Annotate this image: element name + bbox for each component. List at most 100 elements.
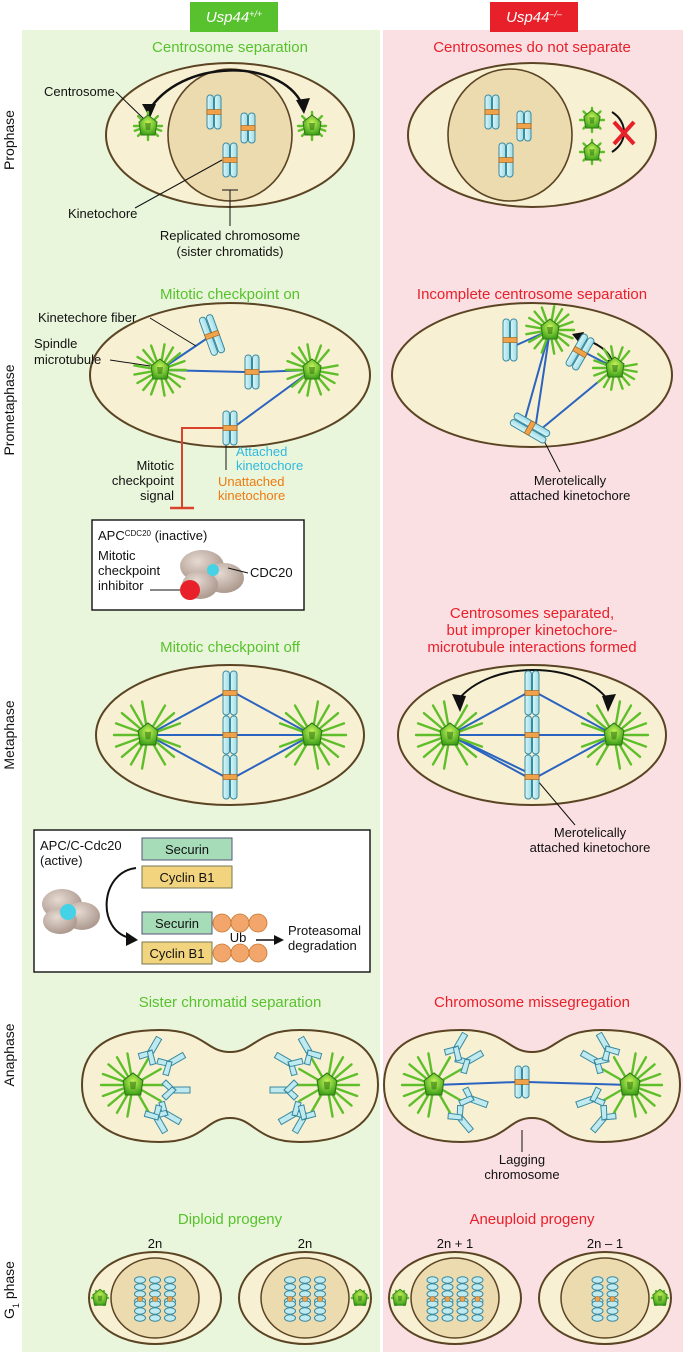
coiled-chromosome-icon <box>591 1276 604 1322</box>
g1-wt-title: Diploid progeny <box>178 1211 283 1228</box>
centrosomes <box>92 109 668 1306</box>
chromosome-icon <box>565 333 595 371</box>
chromosome-icon <box>484 94 500 130</box>
prophase-wt-title: Centrosome separation <box>152 39 308 56</box>
coiled-chromosome-icon <box>299 1276 311 1322</box>
centrosome-icon <box>302 114 322 136</box>
checkpoint-signal-line <box>181 427 224 508</box>
label-replicated-1: Replicated chromosome <box>160 228 300 243</box>
centrosome-icon <box>302 358 322 380</box>
label-centrosome: Centrosome <box>44 84 115 99</box>
prometaphase-wt-title: Mitotic checkpoint on <box>160 286 300 303</box>
label-spindle-1: Spindle <box>34 336 77 351</box>
centrosome-icon <box>122 1072 144 1096</box>
chromatid-icon <box>137 1035 163 1066</box>
centrosome-icon <box>603 722 625 746</box>
label-spindle-2: microtubule <box>34 352 101 367</box>
centrosome-icon <box>540 318 560 340</box>
chromosome-icon <box>198 314 226 356</box>
ko-genotype: –/– <box>548 9 563 19</box>
chromatid-icon <box>443 1031 469 1062</box>
coiled-chromosome-icon <box>606 1276 619 1322</box>
cyclin-label-1: Cyclin B1 <box>160 870 215 885</box>
chromatid-icon <box>297 1035 323 1066</box>
metaphase-ko-title: Centrosomes separated,but improper kinet… <box>427 605 636 656</box>
centrosome-icon <box>137 722 159 746</box>
ub-label: Ub <box>230 930 247 945</box>
phase-label-g1: G1 phase <box>1 1261 21 1319</box>
coiled-chromosome-icon <box>134 1276 146 1322</box>
prometaphase-ko-title: Incomplete centrosome separation <box>417 286 647 303</box>
wt-genotype: +/+ <box>249 9 262 19</box>
centrosome-icon <box>392 1288 408 1306</box>
phase-label-metaphase: Metaphase <box>1 700 17 769</box>
chromosome-icon <box>524 754 540 800</box>
anaphase-ko-title: Chromosome missegregation <box>434 994 630 1011</box>
g1-ko-title: Aneuploid progeny <box>469 1211 595 1228</box>
coiled-chromosome-icon <box>426 1276 439 1322</box>
chromatid-icon <box>156 1051 187 1077</box>
svg-text:Usp44–/–: Usp44–/– <box>506 9 563 26</box>
chromatid-icon <box>161 1079 191 1101</box>
coiled-chromosome-icon <box>284 1276 296 1322</box>
chromosomes <box>134 94 621 1322</box>
apc-active-box: APC/C-Cdc20(active) Securin Cyclin B1 Se… <box>33 829 371 973</box>
chromosome-icon <box>514 1065 530 1099</box>
chromosome-icon <box>498 142 514 178</box>
centrosome-icon <box>652 1288 668 1306</box>
chromosome-icon <box>222 670 238 716</box>
ko-gene: Usp44 <box>506 9 549 26</box>
chromatid-icon <box>143 1104 169 1135</box>
cyclin-label-2: Cyclin B1 <box>150 946 205 961</box>
chromosome-icon <box>222 410 238 446</box>
coiled-chromosome-icon <box>471 1276 484 1322</box>
knockout-header: Usp44–/– <box>490 2 578 32</box>
chromosome-icon <box>222 715 238 755</box>
chromatid-icon <box>447 1104 475 1134</box>
prometaphase-wt-cell <box>89 302 371 448</box>
label-kinetochore-fiber: Kinetechore fiber <box>38 310 137 325</box>
coiled-chromosome-icon <box>456 1276 469 1322</box>
svg-text:APCCDC20 (inactive): APCCDC20 (inactive) <box>98 528 207 543</box>
chromosome-icon <box>524 715 540 755</box>
phase-label-anaphase: Anaphase <box>1 1023 17 1086</box>
coiled-chromosome-icon <box>164 1276 176 1322</box>
chromosome-icon <box>509 412 551 444</box>
g1-wt-right-ploidy: 2n <box>298 1236 312 1251</box>
centrosome-icon <box>150 358 170 380</box>
phase-label-prometaphase: Prometaphase <box>1 364 17 455</box>
chromatid-icon <box>269 1079 299 1101</box>
prophase-wt-cell <box>105 62 355 208</box>
chromosome-icon <box>206 94 222 130</box>
g1-wt-left-ploidy: 2n <box>148 1236 162 1251</box>
centrosome-icon <box>352 1288 368 1306</box>
centrosome-icon <box>583 109 601 129</box>
inhibitor-red-icon <box>180 580 200 600</box>
chromosome-icon <box>516 110 532 142</box>
chromatid-icon <box>458 1086 489 1109</box>
anaphase-wt-title: Sister chromatid separation <box>139 994 322 1011</box>
chromatid-icon <box>595 1031 621 1062</box>
svg-text:Usp44+/+: Usp44+/+ <box>206 9 262 26</box>
centrosome-icon <box>619 1072 641 1096</box>
coiled-chromosome-icon <box>314 1276 326 1322</box>
chromosome-icon <box>244 354 260 390</box>
g1-ko-right-ploidy: 2n – 1 <box>587 1236 623 1251</box>
chromatid-icon <box>589 1104 617 1134</box>
coiled-chromosome-icon <box>149 1276 161 1322</box>
chromosome-icon <box>222 754 238 800</box>
securin-label-1: Securin <box>165 842 209 857</box>
chromatid-icon <box>273 1051 304 1077</box>
chromosome-icon <box>502 318 518 362</box>
chromosome-icon <box>240 112 256 144</box>
